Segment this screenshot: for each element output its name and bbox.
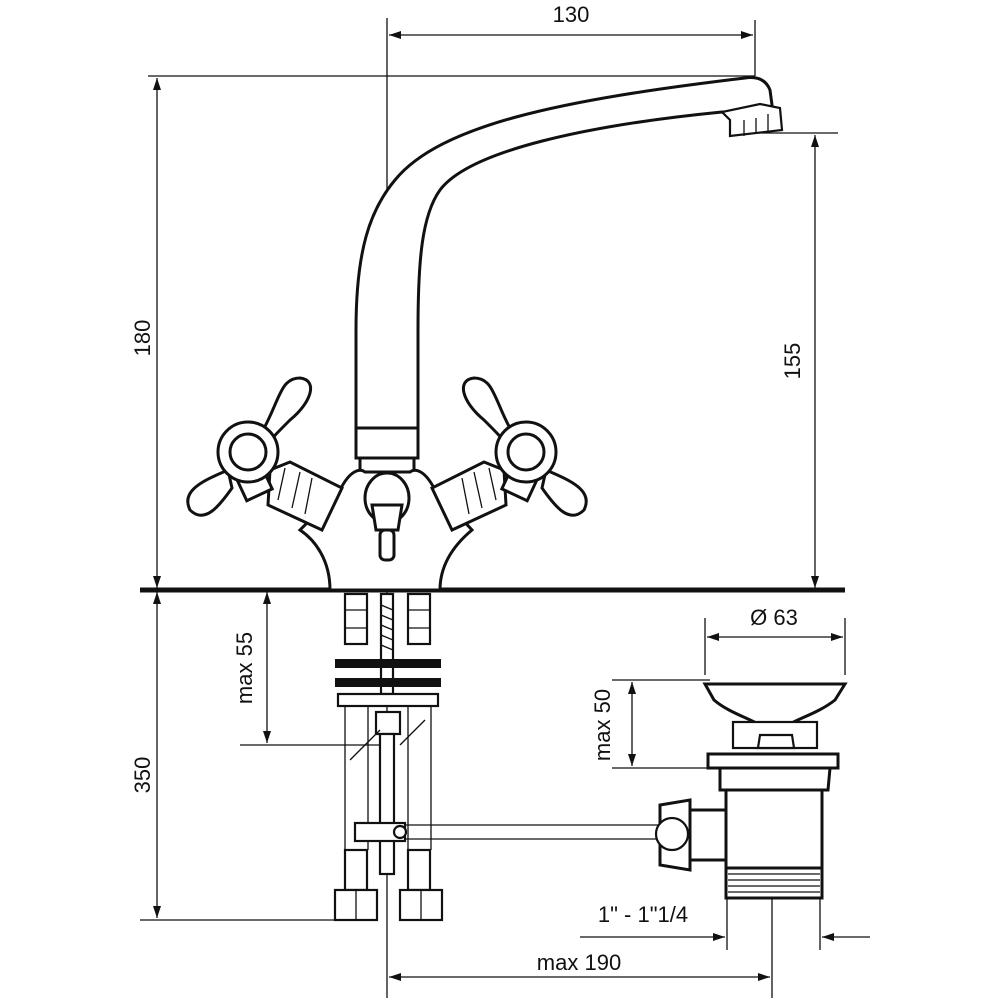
left-cross-handle xyxy=(186,376,344,532)
dim-155-label: 155 xyxy=(780,343,805,380)
right-cross-handle xyxy=(430,376,588,532)
dim-diameter-label: Ø 63 xyxy=(750,605,798,630)
popup-waste xyxy=(654,682,848,900)
dim-max55-label: max 55 xyxy=(232,632,257,704)
mounting-assembly xyxy=(333,592,660,922)
dim-350-label: 350 xyxy=(130,757,155,794)
dim-max50-label: max 50 xyxy=(590,689,615,761)
dim-130-label: 130 xyxy=(553,2,590,27)
dim-180-label: 180 xyxy=(130,320,155,357)
faucet-body xyxy=(297,426,475,592)
dim-thread-label: 1" - 1"1/4 xyxy=(598,902,688,927)
dim-max190-label: max 190 xyxy=(537,950,621,975)
dimension-lines xyxy=(153,31,870,981)
faucet-spout xyxy=(354,76,784,430)
